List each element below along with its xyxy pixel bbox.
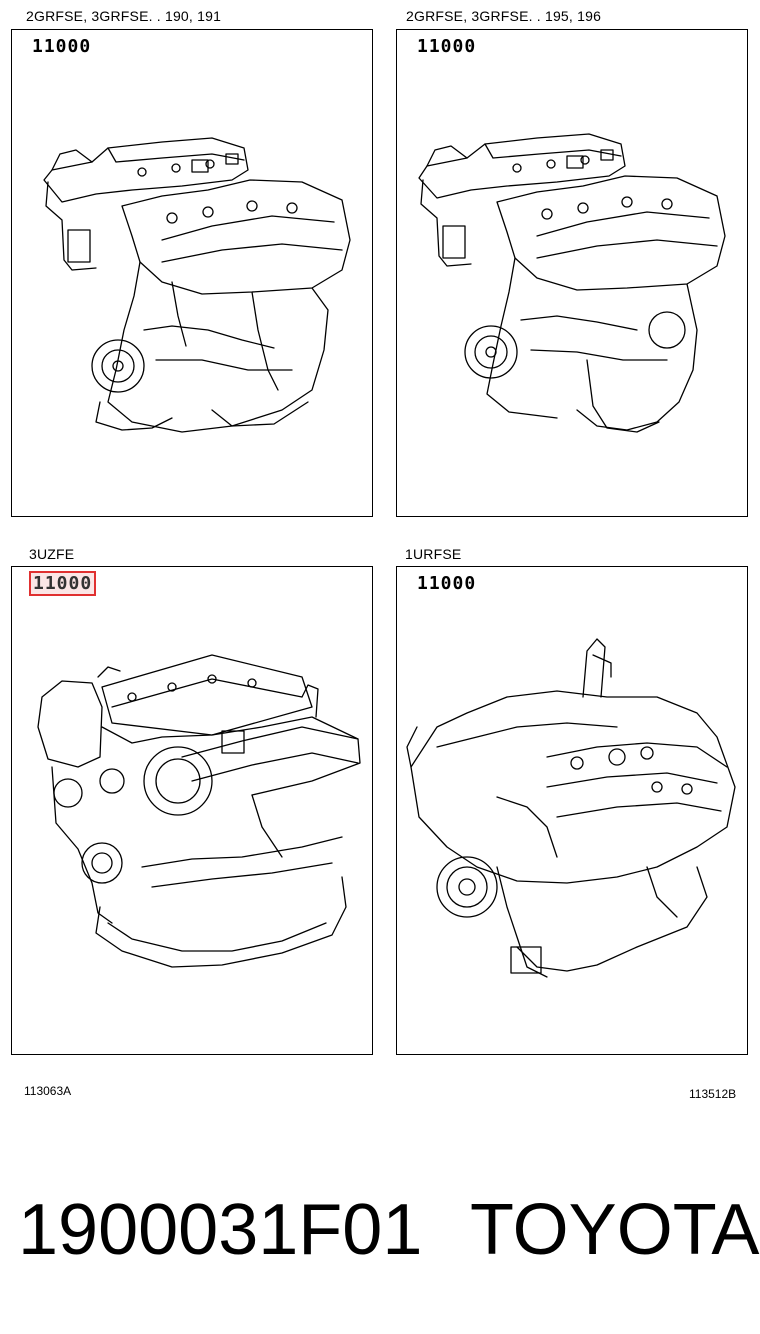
- diagram-panel-3: 11000: [11, 566, 373, 1055]
- reference-code-left: 113063A: [24, 1084, 72, 1098]
- callout-part-number-highlighted[interactable]: 11000: [29, 571, 97, 596]
- panel-caption-4: 1URFSE: [405, 546, 462, 562]
- part-number-title: 1900031F01: [18, 1190, 423, 1270]
- engine-v6-icon: [43, 137, 351, 433]
- panel-caption-2: 2GRFSE, 3GRFSE. . 195, 196: [406, 8, 602, 24]
- callout-part-number[interactable]: 11000: [417, 573, 477, 594]
- reference-code-right: 113512B: [689, 1087, 737, 1101]
- callout-part-number[interactable]: 11000: [32, 36, 92, 57]
- diagram-panel-2: 11000: [396, 29, 748, 517]
- engine-v8-icon: [37, 654, 361, 968]
- panel-caption-1: 2GRFSE, 3GRFSE. . 190, 191: [26, 8, 222, 24]
- engine-v8-icon: [406, 638, 736, 978]
- engine-v6-icon: [418, 133, 726, 433]
- diagram-panel-1: 11000: [11, 29, 373, 517]
- brand-name: TOYOTA: [470, 1190, 760, 1270]
- diagram-panel-4: 11000: [396, 566, 748, 1055]
- callout-part-number[interactable]: 11000: [417, 36, 477, 57]
- panel-caption-3: 3UZFE: [29, 546, 75, 562]
